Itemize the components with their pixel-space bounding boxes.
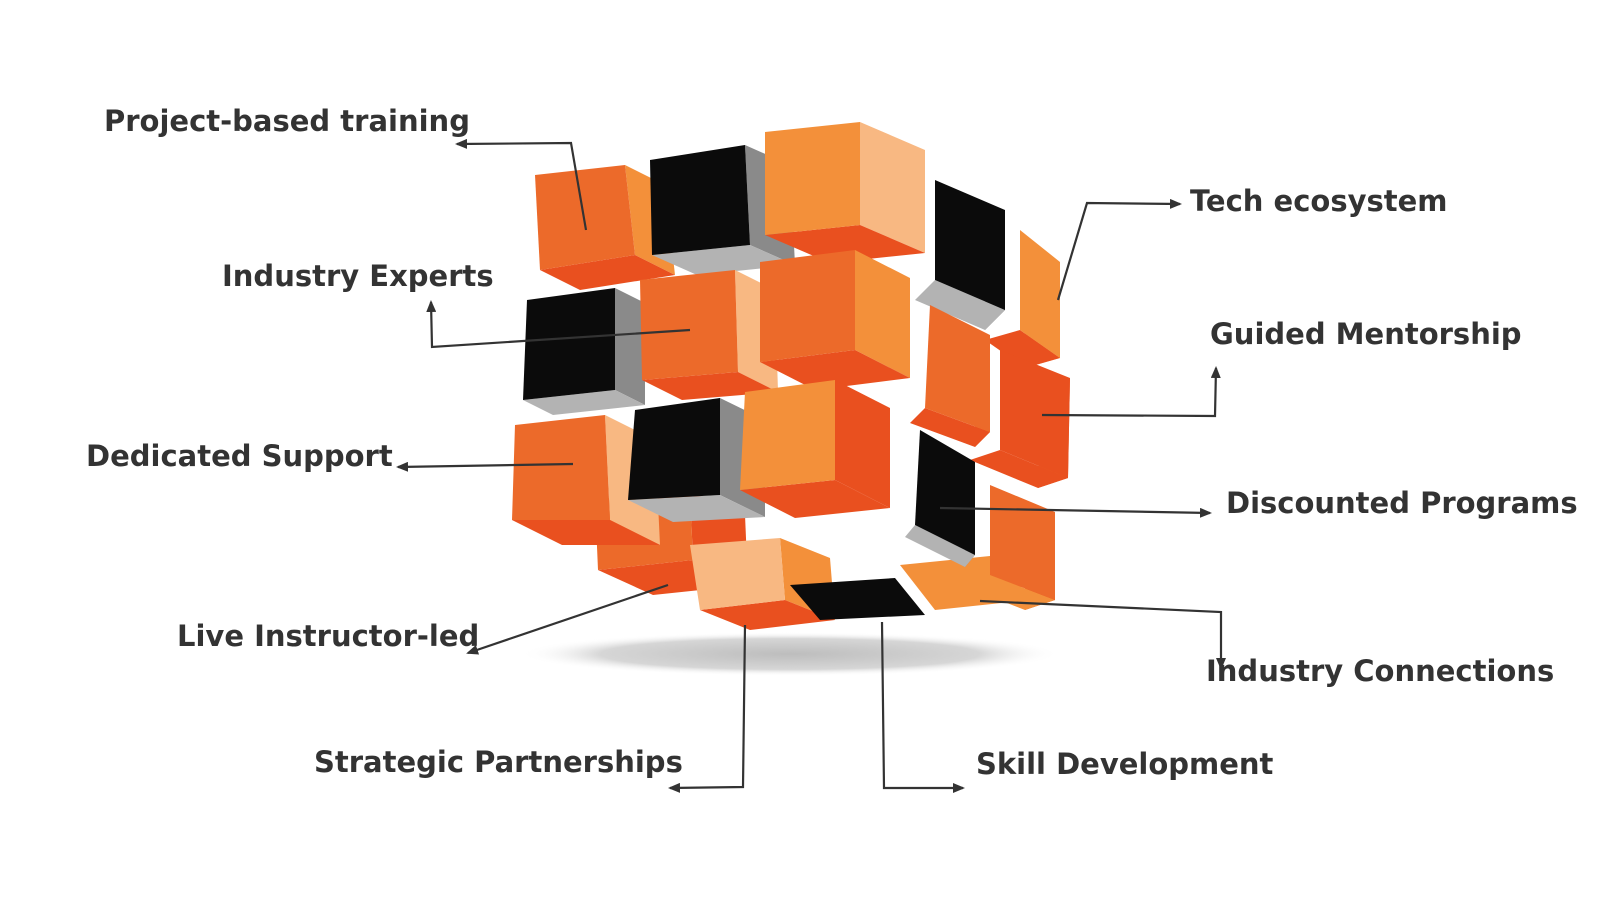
label-discounted-programs: Discounted Programs [1226, 486, 1578, 520]
arrow-guided-mentorship [1041, 366, 1221, 418]
block-mid-orange-right-bottom [910, 408, 990, 447]
block-low-right [960, 485, 1055, 610]
block-low-orange-center-bottom [740, 480, 890, 518]
block-top-right-front [1020, 230, 1060, 358]
arrow-tech-ecosystem [1056, 198, 1182, 301]
block-top-right-bottom [985, 330, 1060, 368]
block-mid-black-left-bottom [523, 390, 645, 415]
arrow-industry-experts [426, 300, 691, 349]
block-mid-orange-center [760, 250, 910, 390]
block-mid-orange-1 [640, 270, 778, 400]
block-bottom-mid-low [690, 538, 835, 630]
block-bottom-black [790, 578, 925, 620]
block-low-black-2-bottom [905, 525, 975, 567]
block-mid-orange-right-front [925, 305, 990, 432]
arrow-strategic-partnerships [668, 624, 747, 793]
arrow-skill-development [880, 621, 965, 793]
block-low-orange-left-bottom [512, 520, 660, 545]
block-mid-right-red-bottom [970, 450, 1068, 488]
block-top-black-1-front [650, 145, 750, 255]
block-low-black-1-front [628, 398, 720, 500]
block-low-black-2 [905, 430, 975, 567]
block-top-left-front [535, 165, 635, 270]
block-top-orange-center-bottom [765, 225, 925, 263]
label-skill-development: Skill Development [976, 747, 1274, 781]
block-top-black-2-bottom [915, 280, 1005, 330]
block-top-black-2 [915, 180, 1005, 330]
block-mid-orange-center-bottom [760, 350, 910, 390]
block-mid-orange-1-bottom [642, 372, 778, 400]
block-mid-black-left [523, 288, 645, 415]
label-dedicated-support: Dedicated Support [86, 439, 393, 473]
block-low-black-2-front [915, 430, 975, 555]
block-bottom-mid-low-bottom [700, 600, 835, 630]
block-low-orange-center-front [740, 380, 835, 490]
ground-shadow [520, 632, 1060, 676]
arrow-discounted-programs [939, 506, 1212, 518]
block-low-orange-left-front [512, 415, 610, 520]
block-top-left-bottom [540, 255, 675, 290]
label-industry-connections: Industry Connections [1206, 654, 1555, 688]
arrow-industry-connections [979, 599, 1226, 670]
block-bottom-mid-low-front [690, 538, 785, 610]
block-low-orange-center [740, 380, 890, 518]
block-top-orange-center [765, 122, 925, 263]
arrow-project-based-training [455, 138, 588, 231]
label-project-based-training: Project-based training [104, 104, 470, 138]
block-mid-orange-center-side [855, 250, 910, 378]
arrow-live-instructor-led [466, 583, 669, 655]
block-bottom-black-front [790, 578, 925, 620]
label-live-instructor-led: Live Instructor-led [177, 619, 480, 653]
block-mid-orange-center-front [760, 250, 855, 362]
label-industry-experts: Industry Experts [222, 259, 494, 293]
block-low-black-1-bottom [628, 495, 765, 522]
block-mid-right-red [970, 350, 1070, 488]
block-top-right [985, 230, 1060, 368]
label-tech-ecosystem: Tech ecosystem [1190, 184, 1448, 218]
block-low-right-bottom [960, 575, 1055, 610]
block-low-right-front [990, 485, 1055, 600]
block-mid-black-left-front [523, 288, 615, 400]
arrow-dedicated-support [396, 461, 574, 472]
block-mid-orange-right [910, 305, 990, 447]
block-mid-black-left-side [615, 288, 645, 405]
block-low-orange-center-side [835, 380, 890, 508]
label-guided-mentorship: Guided Mentorship [1210, 317, 1522, 351]
block-mid-orange-1-front [640, 270, 738, 380]
block-mid-right-red-front [1000, 350, 1070, 478]
block-top-orange-center-side [860, 122, 925, 253]
block-top-black-1-bottom [652, 245, 795, 275]
block-top-orange-center-front [765, 122, 860, 235]
label-strategic-partnerships: Strategic Partnerships [314, 745, 683, 779]
block-top-black-2-front [935, 180, 1005, 310]
